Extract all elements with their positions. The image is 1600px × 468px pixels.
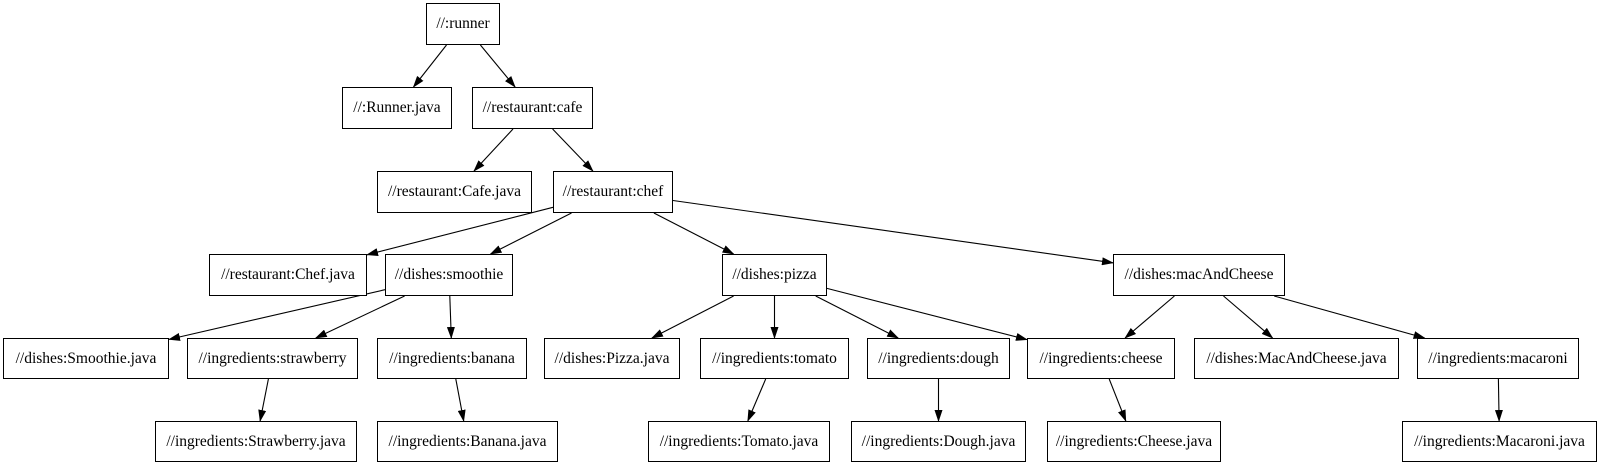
graph-node-label: //ingredients:Banana.java <box>388 432 547 450</box>
graph-node-label: //ingredients:Cheese.java <box>1055 432 1213 450</box>
graph-node-label: //dishes:Pizza.java <box>554 349 670 367</box>
graph-node-strawberry: //ingredients:strawberry <box>187 338 358 379</box>
graph-node-label: //ingredients:Tomato.java <box>659 432 819 450</box>
graph-node-label: //:Runner.java <box>353 99 441 117</box>
edge-cheese-to-cheese_java <box>1108 378 1127 422</box>
graph-node-strawberry_java: //ingredients:Strawberry.java <box>155 421 357 462</box>
edge-runner-to-cafe <box>479 44 516 88</box>
edge-chef-to-pizza <box>653 212 735 255</box>
graph-node-mac_and_cheese: //dishes:macAndCheese <box>1113 254 1285 296</box>
edge-tomato-to-tomato_java <box>747 378 767 422</box>
graph-node-cafe: //restaurant:cafe <box>472 87 593 129</box>
edge-smoothie-to-banana <box>446 295 455 339</box>
edge-runner-to-runner_java <box>412 44 447 88</box>
graph-node-dough_java: //ingredients:Dough.java <box>851 421 1026 462</box>
edge-chef-to-chef_java <box>366 206 554 256</box>
graph-node-label: //ingredients:Strawberry.java <box>166 432 346 450</box>
graph-node-label: //ingredients:strawberry <box>198 349 347 367</box>
graph-node-label: //dishes:pizza <box>732 266 817 284</box>
edge-strawberry-to-strawberry_java <box>258 378 269 422</box>
graph-node-chef_java: //restaurant:Chef.java <box>209 254 367 296</box>
graph-node-label: //ingredients:Macaroni.java <box>1414 432 1585 450</box>
graph-node-smoothie: //dishes:smoothie <box>385 254 513 296</box>
graph-node-label: //restaurant:chef <box>562 183 664 201</box>
graph-node-label: //restaurant:Chef.java <box>221 266 355 284</box>
edge-cafe-to-cafe_java <box>473 128 514 172</box>
graph-node-label: //dishes:smoothie <box>394 266 504 284</box>
graph-node-label: //:runner <box>436 15 490 33</box>
edge-banana-to-banana_java <box>455 378 466 422</box>
edge-pizza-to-cheese <box>826 287 1028 341</box>
graph-node-cheese_java: //ingredients:Cheese.java <box>1047 421 1221 462</box>
edge-smoothie-to-smoothie_java <box>168 289 386 341</box>
graph-node-pizza: //dishes:pizza <box>722 254 827 296</box>
edge-mac_and_cheese-to-macaroni <box>1274 295 1426 339</box>
graph-node-label: //restaurant:cafe <box>482 99 583 117</box>
graph-node-pizza_java: //dishes:Pizza.java <box>544 338 680 379</box>
graph-node-dough: //ingredients:dough <box>867 338 1010 379</box>
graph-node-banana: //ingredients:banana <box>377 338 527 379</box>
edge-chef-to-smoothie <box>489 212 572 255</box>
graph-node-label: //dishes:Smoothie.java <box>15 349 157 367</box>
graph-node-label: //ingredients:dough <box>878 349 999 367</box>
edge-pizza-to-dough <box>815 295 900 339</box>
edge-smoothie-to-strawberry <box>314 295 405 339</box>
graph-node-chef: //restaurant:chef <box>553 171 673 213</box>
edge-mac_and_cheese-to-cheese <box>1124 295 1175 339</box>
edge-mac_and_cheese-to-mac_and_cheese_java <box>1223 295 1274 339</box>
graph-node-label: //ingredients:banana <box>389 349 515 367</box>
graph-node-mac_and_cheese_java: //dishes:MacAndCheese.java <box>1194 338 1399 379</box>
edge-macaroni-to-macaroni_java <box>1494 378 1503 422</box>
graph-node-cafe_java: //restaurant:Cafe.java <box>377 171 532 213</box>
graph-node-runner: //:runner <box>426 3 500 45</box>
graph-node-label: //restaurant:Cafe.java <box>388 183 521 201</box>
graph-node-cheese: //ingredients:cheese <box>1027 338 1175 379</box>
graph-node-label: //ingredients:Dough.java <box>861 432 1016 450</box>
graph-node-label: //ingredients:macaroni <box>1428 349 1568 367</box>
graph-node-runner_java: //:Runner.java <box>342 87 452 129</box>
graph-node-label: //ingredients:tomato <box>712 349 837 367</box>
edge-pizza-to-pizza_java <box>651 295 734 339</box>
graph-node-tomato: //ingredients:tomato <box>700 338 849 379</box>
graph-node-tomato_java: //ingredients:Tomato.java <box>648 421 830 462</box>
graph-node-macaroni: //ingredients:macaroni <box>1417 338 1579 379</box>
edge-cafe-to-chef <box>552 128 594 172</box>
graph-node-label: //ingredients:cheese <box>1039 349 1163 367</box>
graph-node-label: //dishes:MacAndCheese.java <box>1206 349 1387 367</box>
graph-node-smoothie_java: //dishes:Smoothie.java <box>3 338 169 379</box>
graph-node-label: //dishes:macAndCheese <box>1124 266 1274 284</box>
graph-node-macaroni_java: //ingredients:Macaroni.java <box>1402 421 1597 462</box>
graph-node-banana_java: //ingredients:Banana.java <box>377 421 558 462</box>
